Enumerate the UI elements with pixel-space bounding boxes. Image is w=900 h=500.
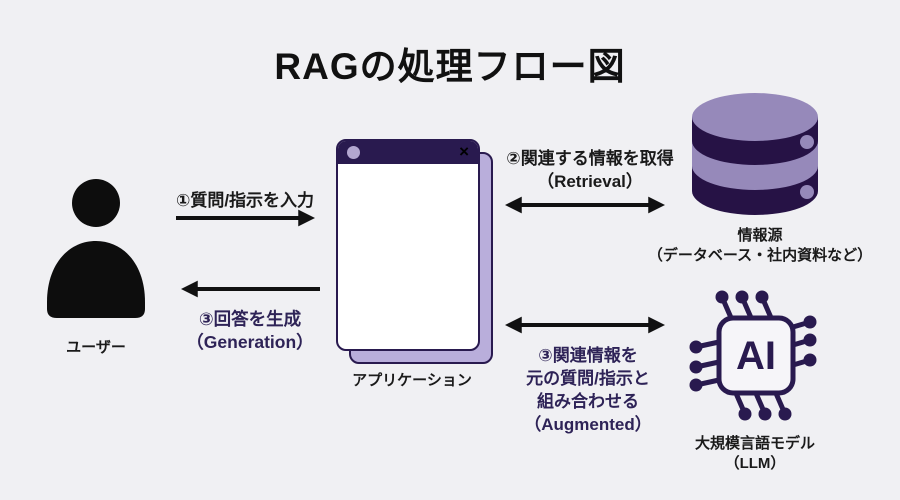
flow-label-input: ①質問/指示を入力 bbox=[175, 191, 315, 210]
llm-label: 大規模言語モデル （LLM） bbox=[665, 434, 845, 474]
llm-label-line2: （LLM） bbox=[724, 455, 786, 472]
ai-chip-text: AI bbox=[736, 334, 776, 378]
user-label: ユーザー bbox=[66, 339, 126, 356]
datasource-label-line1: 情報源 bbox=[737, 227, 783, 244]
datasource-label: 情報源 （データベース・社内資料など） bbox=[630, 226, 890, 266]
flow-label-retrieval-line1: ②関連する情報を取得 bbox=[506, 149, 674, 168]
ai-chip-icon: AI bbox=[689, 290, 817, 421]
user-icon bbox=[47, 179, 145, 318]
flow-label-augmented: ③関連情報を 元の質問/指示と 組み合わせる （Augmented） bbox=[498, 344, 678, 436]
database-icon bbox=[692, 93, 818, 215]
window-titlebar: × bbox=[338, 141, 478, 164]
flow-label-generation-line1: ③回答を生成 bbox=[198, 309, 302, 329]
flow-label-generation: ③回答を生成 （Generation） bbox=[163, 308, 337, 354]
flow-label-augmented-line4: （Augmented） bbox=[524, 415, 652, 434]
flow-label-augmented-line1: ③関連情報を bbox=[538, 346, 638, 365]
flow-label-retrieval-line2: （Retrieval） bbox=[537, 172, 643, 191]
application-label: アプリケーション bbox=[352, 372, 472, 389]
flow-label-augmented-line2: 元の質問/指示と bbox=[526, 369, 650, 388]
window-close-icon: × bbox=[459, 142, 469, 161]
datasource-label-line2: （データベース・社内資料など） bbox=[647, 247, 873, 264]
flow-label-generation-line2: （Generation） bbox=[186, 332, 314, 352]
flow-label-retrieval: ②関連する情報を取得 （Retrieval） bbox=[495, 147, 685, 193]
window-dot-icon bbox=[347, 146, 360, 159]
llm-label-line1: 大規模言語モデル bbox=[694, 435, 815, 452]
app-window-icon: × bbox=[336, 139, 480, 351]
flow-label-augmented-line3: 組み合わせる bbox=[537, 392, 639, 411]
diagram-title: RAGの処理フロー図 bbox=[274, 46, 626, 87]
